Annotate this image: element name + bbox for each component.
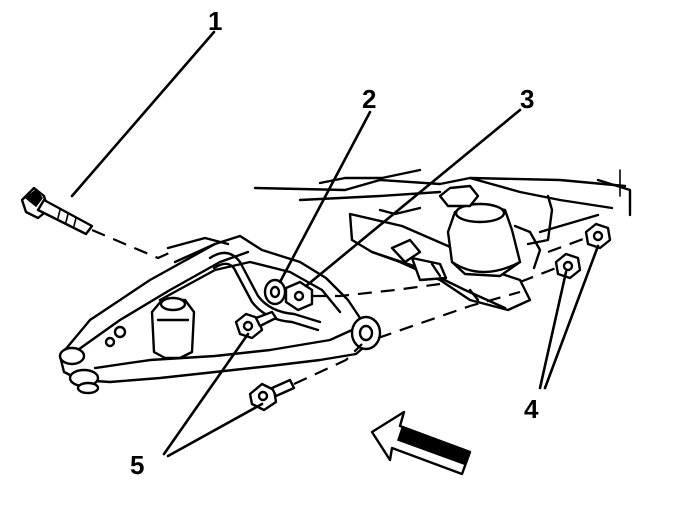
washer-2 [263, 278, 287, 306]
callout-3: 3 [520, 84, 534, 114]
leader-5b [166, 402, 264, 458]
bolt-5-upper [234, 310, 278, 340]
callout-4: 4 [524, 394, 539, 424]
bolt-5-lower-centerline [293, 343, 363, 385]
upper-bracket-assembly [348, 184, 542, 312]
leader-1 [70, 30, 216, 198]
frame-crossmember [253, 168, 632, 246]
leader-4b [543, 244, 600, 390]
leader-5a [162, 332, 250, 456]
bolt-1 [20, 186, 94, 236]
front-direction-arrow-icon [370, 410, 472, 476]
nut-4-front [554, 252, 582, 280]
nut-4-rear-centerline [547, 236, 587, 254]
nut-3 [284, 280, 314, 312]
nut-4-rear [584, 222, 612, 250]
leader-3 [304, 108, 522, 288]
bolt-1-centerline [91, 228, 177, 260]
callout-1: 1 [208, 6, 222, 36]
leader-4a [538, 270, 568, 390]
lower-control-arm [58, 234, 382, 395]
bolt-3-centerline [312, 282, 441, 298]
nut-4-centerline [519, 266, 557, 284]
callout-5: 5 [130, 450, 144, 480]
rear-bushing-centerline [377, 290, 521, 340]
bolt-5-lower [248, 378, 296, 412]
leader-2 [278, 110, 372, 284]
callout-2: 2 [362, 84, 376, 114]
